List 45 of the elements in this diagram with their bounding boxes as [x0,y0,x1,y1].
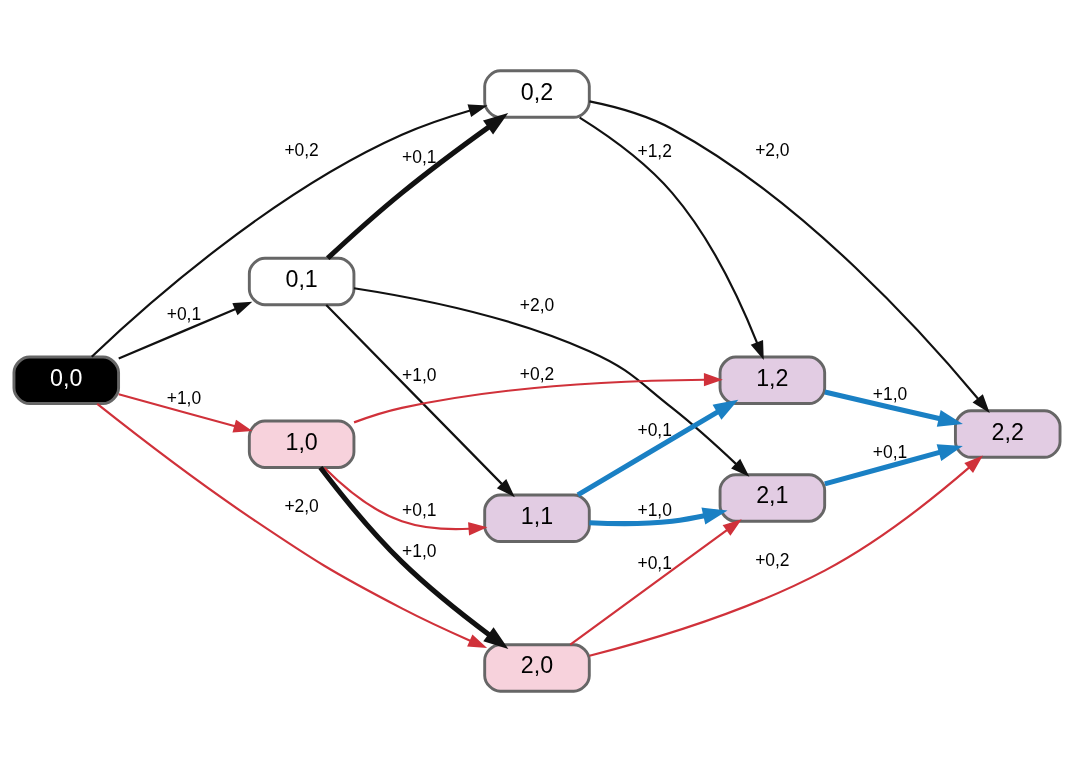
arrow [576,399,739,497]
arrow [323,466,488,535]
edge-label: +0,1 [637,419,672,440]
arrow [589,507,728,526]
node-box: 2,1 [718,472,827,523]
edge-label: +0,1 [402,146,437,167]
arrow [96,402,488,648]
arrow [118,301,253,360]
edge-label: +0,2 [519,363,555,384]
arrow [589,455,983,657]
node-box: 1,2 [718,355,827,405]
edge-label: +1,0 [402,364,437,385]
arrow [589,99,990,413]
arrow [353,286,750,477]
arrow [325,303,515,497]
node-box: 0,2 [483,68,591,119]
node-box: 2,0 [483,642,591,693]
arrow [318,465,509,649]
node-box: 0,0 [12,355,121,405]
edge-label: +0,1 [402,499,437,520]
arrow [824,443,963,486]
edge-label: +0,1 [166,303,202,324]
edge-label: +2,0 [284,495,319,516]
edge-label: +1,2 [637,140,672,161]
edge-label: +1,0 [872,383,908,404]
node-box: 0,1 [247,256,356,306]
arrow [91,103,488,357]
edge-label: +2,0 [519,294,555,315]
arrow [325,112,509,260]
edge-label: +2,0 [755,139,790,160]
node-box: 1,0 [247,419,356,469]
arrow [353,372,723,423]
node-box: 2,2 [953,408,1062,459]
edge-label: +0,2 [284,139,319,160]
edge-label: +0,1 [637,552,672,573]
edge-label: +0,1 [872,441,908,462]
edge-label: +1,0 [637,499,672,520]
edge-label: +1,0 [166,387,202,408]
arrow [569,518,742,646]
arrow [579,116,764,360]
edge-label: +0,2 [755,549,790,570]
edge-label: +1,0 [402,540,437,561]
node-box: 1,1 [483,493,591,543]
arrow [824,389,963,427]
arrow [118,392,253,432]
